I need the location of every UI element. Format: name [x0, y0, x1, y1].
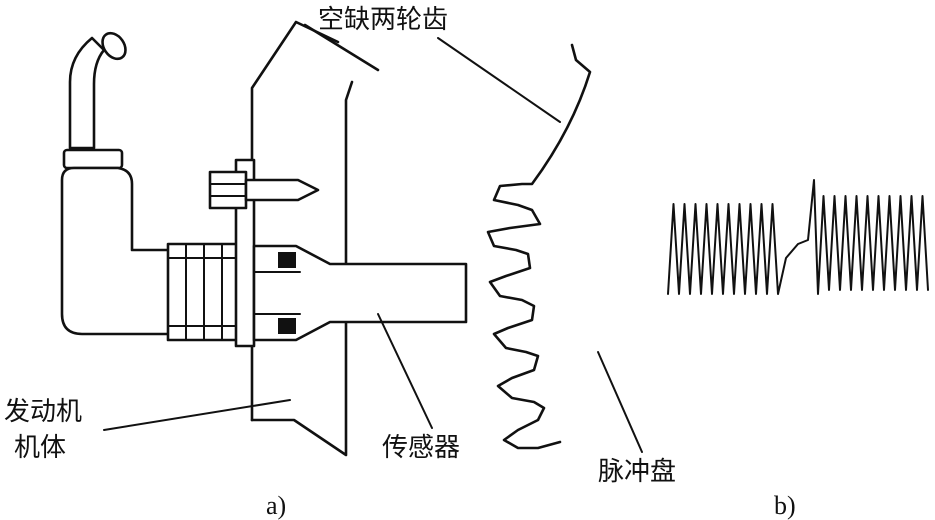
label-sensor: 传感器	[382, 433, 460, 463]
label-engine-block-line2: 机体	[14, 433, 66, 463]
bolt	[244, 178, 320, 202]
sensor-probe	[252, 244, 468, 342]
label-missing-teeth: 空缺两轮齿	[318, 5, 448, 35]
label-pulse-disc: 脉冲盘	[598, 457, 676, 487]
cable-connector	[60, 31, 242, 342]
leader-sensor	[377, 313, 433, 429]
caption-b: b)	[774, 491, 796, 520]
caption-a: a)	[266, 491, 286, 520]
signal-waveform	[667, 179, 929, 295]
leader-missing-teeth	[437, 37, 561, 123]
pulse-disc-teeth	[486, 43, 592, 450]
engine-block-wall	[250, 20, 380, 457]
mounting-bracket	[208, 158, 256, 348]
leader-pulse-disc	[597, 351, 643, 453]
o-ring-top	[278, 252, 296, 268]
leader-engine-block	[103, 399, 291, 431]
label-engine-block-line1: 发动机	[4, 397, 82, 427]
leader-lines	[103, 37, 643, 453]
o-ring-bottom	[278, 318, 296, 334]
